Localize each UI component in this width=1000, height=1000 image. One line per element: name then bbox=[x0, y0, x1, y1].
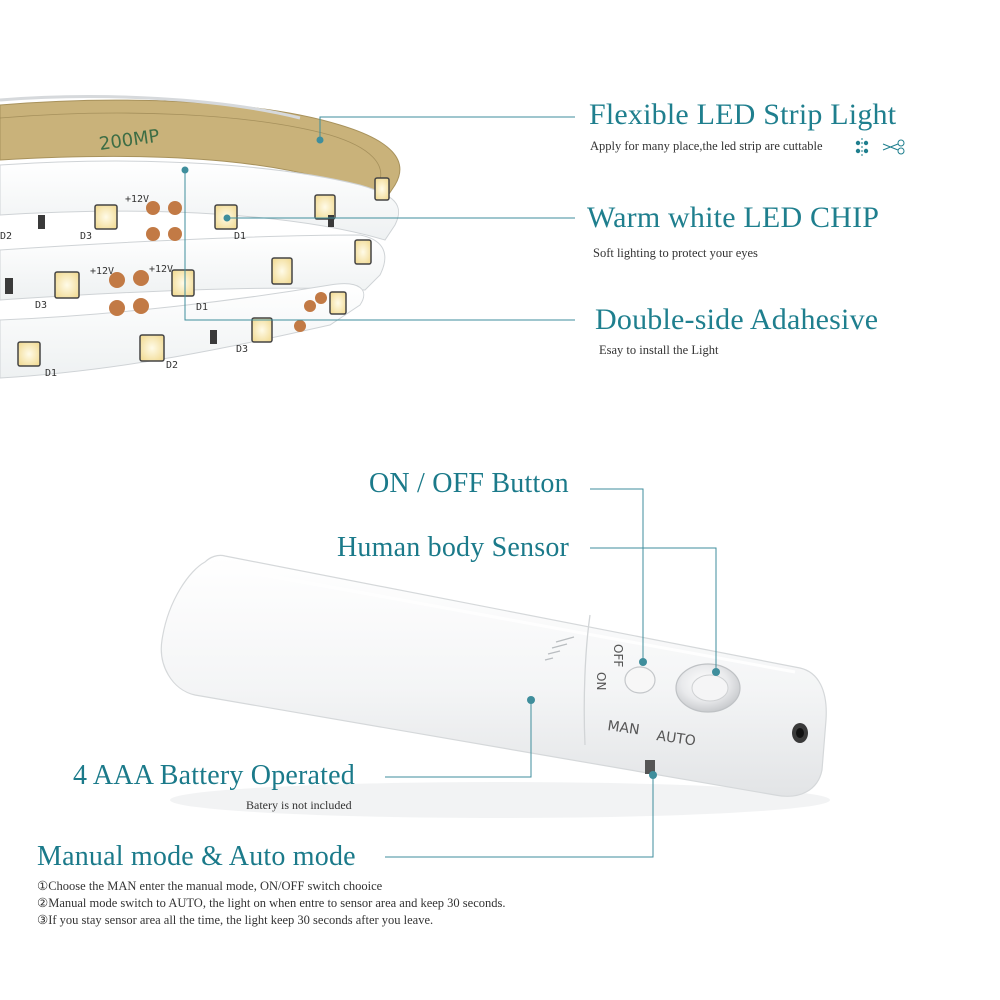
controller-leader-dots bbox=[527, 658, 720, 779]
on-off-button-label: ON / OFF Button bbox=[369, 468, 569, 499]
mode-note-item: ②Manual mode switch to AUTO, the light o… bbox=[37, 896, 506, 910]
cut-icon bbox=[855, 138, 905, 156]
grip-ridges bbox=[544, 636, 575, 661]
strip-chip-label: D2 bbox=[0, 231, 12, 242]
battery-note: Batery is not included bbox=[246, 798, 352, 812]
device-on-text: ON bbox=[594, 672, 608, 690]
strip-voltage-label: +12V bbox=[90, 266, 114, 277]
flexible-strip-title: Flexible LED Strip Light bbox=[589, 98, 897, 131]
battery-label: 4 AAA Battery Operated bbox=[73, 760, 355, 791]
sensor-controller-device: OFF ON MAN AUTO bbox=[160, 554, 830, 818]
adhesive-title: Double-side Adahesive bbox=[595, 303, 879, 336]
strip-chip-label: D3 bbox=[35, 300, 47, 311]
leader-dots bbox=[181, 136, 324, 222]
mode-note-item: ①Choose the MAN enter the manual mode, O… bbox=[37, 879, 383, 893]
resistors bbox=[5, 215, 334, 344]
led-chip-title: Warm white LED CHIP bbox=[587, 201, 880, 234]
device-man-text: MAN bbox=[606, 718, 640, 738]
strip-chip-label: D1 bbox=[196, 302, 208, 313]
led-strip-reel: 200MP bbox=[0, 95, 401, 379]
controller-leader-lines bbox=[385, 488, 717, 858]
strip-chip-label: D1 bbox=[234, 231, 246, 242]
strip-chip-label: D2 bbox=[166, 360, 178, 371]
device-off-text: OFF bbox=[611, 644, 625, 667]
human-sensor-label: Human body Sensor bbox=[337, 532, 570, 563]
led-chips bbox=[17, 177, 390, 367]
strip-chip-label: D3 bbox=[236, 344, 248, 355]
strip-voltage-label: +12V bbox=[125, 194, 149, 205]
strip-chip-label: D1 bbox=[45, 368, 57, 379]
on-off-button[interactable] bbox=[624, 666, 656, 694]
mode-switch[interactable] bbox=[645, 760, 655, 774]
mode-label: Manual mode & Auto mode bbox=[37, 841, 356, 872]
mode-note-item: ③If you stay sensor area all the time, t… bbox=[37, 913, 434, 927]
strip-leader-lines bbox=[184, 116, 575, 321]
solder-pads bbox=[109, 201, 327, 332]
strip-voltage-label: +12V bbox=[149, 264, 173, 275]
strip-chip-label: D3 bbox=[80, 231, 92, 242]
led-chip-subtitle: Soft lighting to protect your eyes bbox=[593, 246, 758, 260]
adhesive-subtitle: Esay to install the Light bbox=[599, 343, 719, 357]
mode-notes: ①Choose the MAN enter the manual mode, O… bbox=[37, 878, 506, 929]
device-auto-text: AUTO bbox=[655, 728, 696, 749]
flexible-strip-subtitle: Apply for many place,the led strip are c… bbox=[590, 139, 823, 153]
